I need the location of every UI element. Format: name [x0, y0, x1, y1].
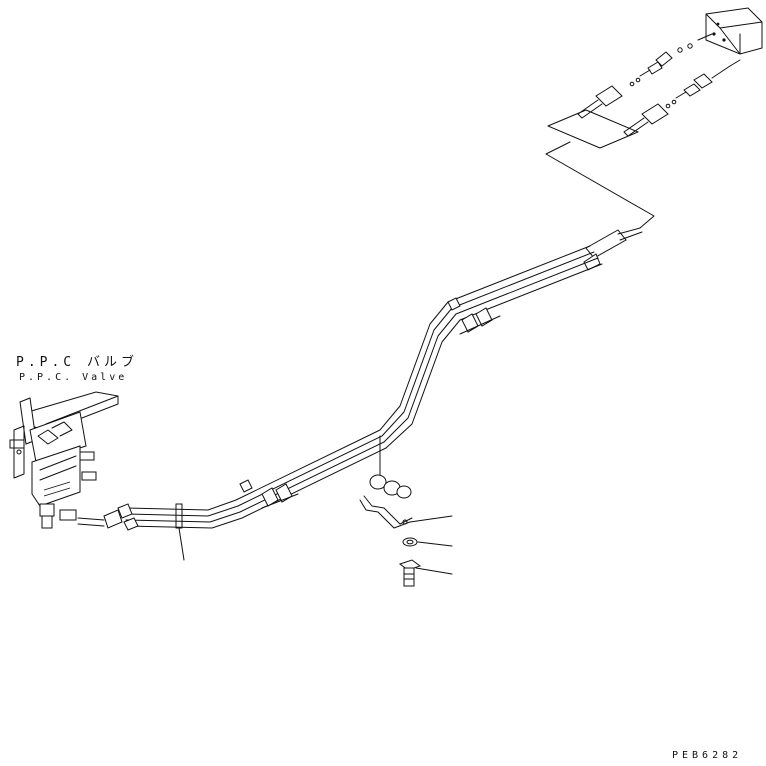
- washer: [402, 537, 453, 547]
- clamp-bracket: [359, 435, 453, 529]
- bolt: [398, 559, 453, 587]
- main-hose: [125, 245, 603, 529]
- o-rings: [629, 77, 677, 109]
- leader-lower-clamp: [178, 527, 185, 561]
- ppc-valve-label-jp: P.P.C バルブ: [16, 355, 138, 370]
- hose-clamp-upper: [447, 297, 501, 335]
- hose-clamp-middle: [239, 479, 299, 509]
- drawing-number: PEB6282: [672, 750, 743, 761]
- hose-clamp-lower: [175, 503, 183, 529]
- hose-ends: [547, 85, 669, 149]
- leader-hose-end: [545, 141, 655, 229]
- hose-end-fitting: [583, 227, 643, 271]
- ppc-valve-label-en: P.P.C. Valve: [19, 372, 128, 383]
- fitting-lower: [675, 59, 741, 99]
- hose-fittings-lower: [77, 503, 139, 531]
- ppc-valve: [9, 391, 119, 529]
- fitting-upper: [639, 33, 713, 77]
- connector-block: [705, 7, 763, 55]
